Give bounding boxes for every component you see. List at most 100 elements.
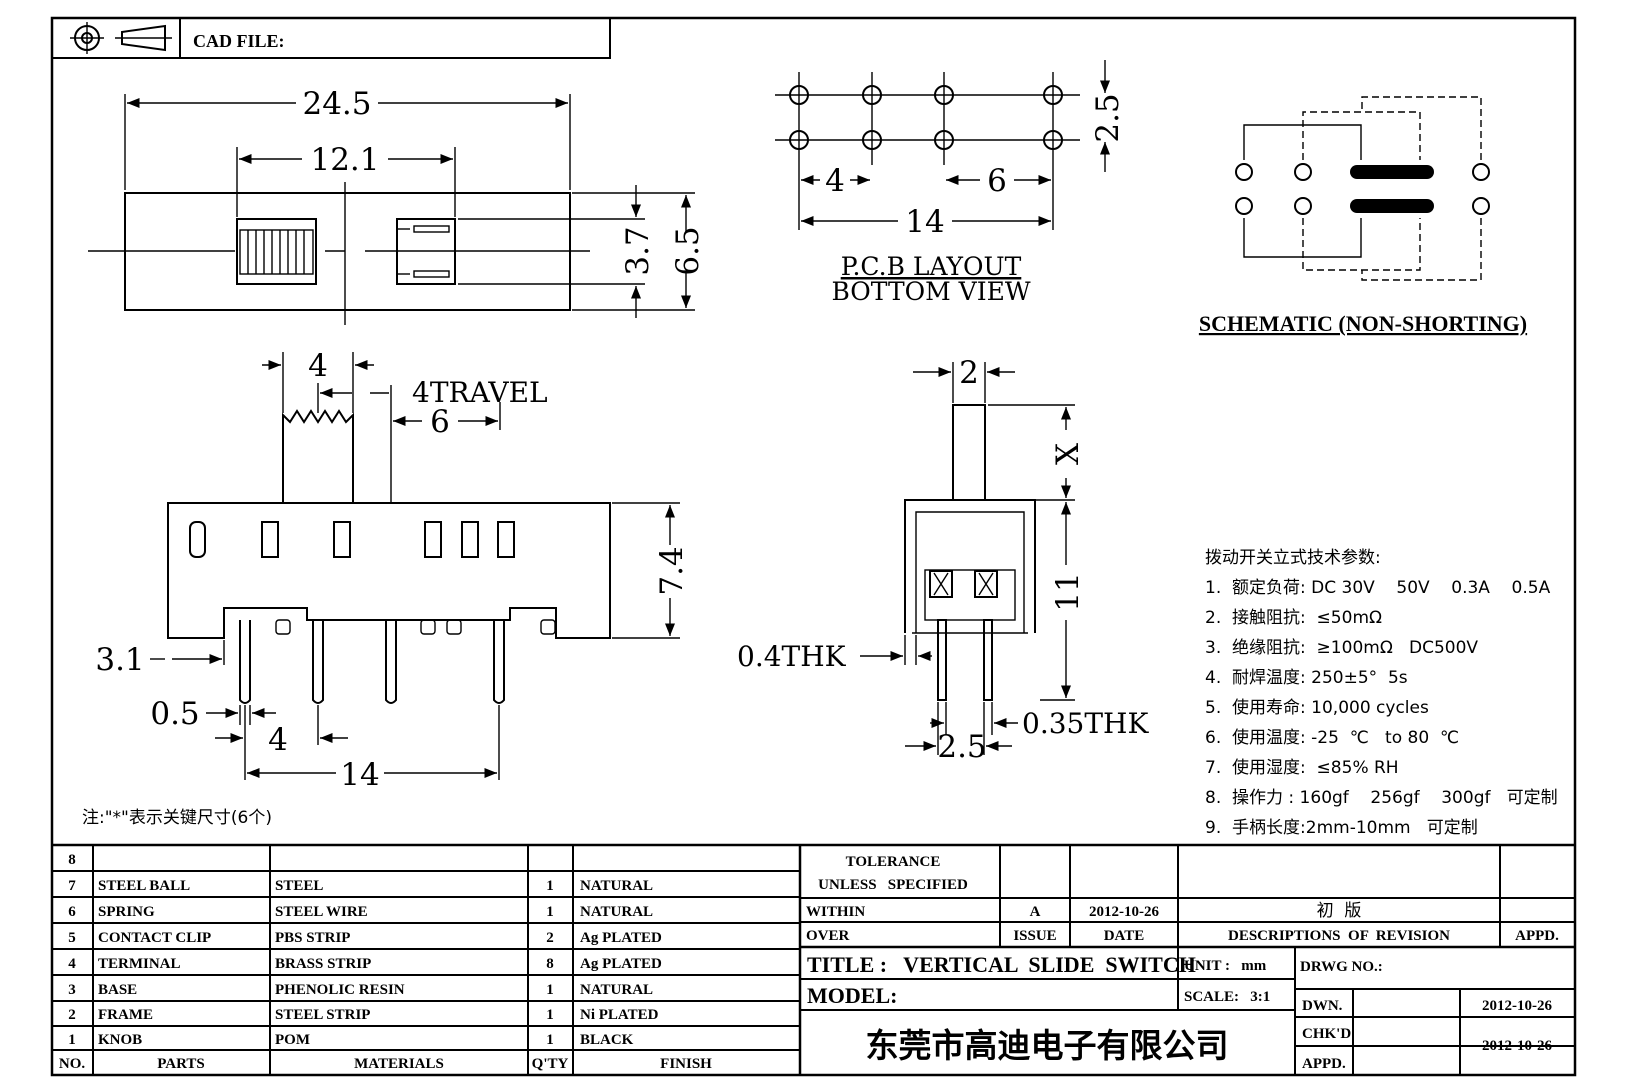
window-5 (497, 521, 515, 558)
chkd-label: CHK'D (1302, 1026, 1351, 1042)
bom-no: 7 (68, 878, 76, 894)
window-0 (189, 521, 206, 558)
revision-desc-label: DESCRIPTIONS OF REVISION (1228, 928, 1450, 944)
pcb-hole (789, 85, 809, 105)
bom-material: STEEL STRIP (275, 1007, 370, 1023)
side-dim-11: 11 (1050, 572, 1086, 611)
drwg-no-label: DRWG NO.: (1300, 959, 1383, 975)
schematic-terminal (1235, 163, 1253, 181)
bom-qty: 8 (546, 956, 554, 972)
dim-travel: 4TRAVEL (412, 376, 548, 409)
issue-label: ISSUE (1013, 928, 1056, 944)
bom-part: STEEL BALL (98, 878, 190, 894)
bom-header-materials: MATERIALS (354, 1056, 444, 1072)
projection-symbol-icon (70, 22, 172, 54)
spec-item: 3. 绝缘阻抗: ≥100mΩ DC500V (1205, 638, 1478, 658)
spec-title: 拨动开关立式技术参数: (1205, 548, 1381, 568)
pcb-hole (789, 130, 809, 150)
bom-finish: NATURAL (580, 982, 653, 998)
spec-item: 4. 耐焊温度: 250±5° 5s (1205, 668, 1408, 688)
drawing-border (50, 16, 1577, 1077)
bom-material: PBS STRIP (275, 930, 350, 946)
spec-item: 7. 使用湿度: ≤85% RH (1205, 757, 1399, 778)
bom-finish: BLACK (580, 1032, 634, 1048)
bom-part: FRAME (98, 1007, 153, 1023)
spec-list: 拨动开关立式技术参数: 1. 额定负荷: DC 30V 50V 0.3A 0.5… (1205, 548, 1558, 838)
spec-item: 9. 手柄长度:2mm-10mm 可定制 (1205, 818, 1478, 838)
bom-part: BASE (98, 982, 137, 998)
window-3 (424, 521, 442, 558)
pcb-dim-6: 6 (987, 163, 1007, 199)
side-dim-2-5: 2.5 (937, 729, 986, 765)
dim-12-1: 12.1 (310, 142, 379, 178)
bom-qty: 1 (546, 878, 554, 894)
window-4 (461, 521, 479, 558)
pcb-hole (1043, 130, 1063, 150)
spec-item: 2. 接触阻抗: ≤50mΩ (1205, 608, 1382, 628)
dwn-date: 2012-10-26 (1482, 998, 1552, 1014)
appd2-label: APPD. (1302, 1056, 1346, 1072)
schematic-terminal (1472, 197, 1490, 215)
bom-no: 8 (68, 852, 76, 868)
bom-finish: Ag PLATED (580, 956, 662, 972)
bom-table: 8 7 STEEL BALL STEEL 1 NATURAL 6 SPRING … (52, 843, 1575, 1075)
bom-material: STEEL WIRE (275, 904, 368, 920)
spec-item: 6. 使用温度: -25 ℃ to 80 ℃ (1205, 727, 1459, 748)
pcb-hole (862, 130, 882, 150)
bom-finish: NATURAL (580, 878, 653, 894)
side-view: 2 X 11 0.4THK 0.35THK 2.5 (737, 355, 1149, 765)
pcb-hole (934, 85, 954, 105)
pcb-dim-2-5: 2.5 (1090, 93, 1126, 142)
over-label: OVER (806, 928, 850, 944)
title-block: TOLERANCE UNLESS SPECIFIED WITHIN OVER A… (800, 845, 1575, 1075)
dim-0-5: 0.5 (150, 696, 199, 732)
side-dim-0-4thk: 0.4THK (737, 640, 847, 673)
spec-item: 5. 使用寿命: 10,000 cycles (1205, 697, 1429, 718)
pcb-dim-14: 14 (905, 204, 944, 240)
pcb-hole (862, 85, 882, 105)
scale-value: SCALE: 3:1 (1184, 989, 1270, 1005)
schematic-terminal (1294, 197, 1312, 215)
bom-no: 6 (68, 904, 76, 920)
knob-grip-lines (247, 230, 305, 274)
bom-header-no: NO. (59, 1056, 86, 1072)
bom-qty: 1 (546, 1032, 554, 1048)
side-dim-0-35thk: 0.35THK (1022, 707, 1149, 740)
dim-6-5: 6.5 (670, 226, 706, 275)
pcb-layout: 2.5 4 6 14 P.C.B LAYOUT BOTTOM VIEW (775, 60, 1126, 306)
dim-3-7: 3.7 (620, 226, 656, 275)
model-label: MODEL: (807, 983, 897, 1008)
bom-material: STEEL (275, 878, 323, 894)
header-block: CAD FILE: (51, 17, 611, 59)
dim-3-1: 3.1 (95, 642, 144, 678)
bom-header-parts: PARTS (157, 1056, 205, 1072)
spec-item: 8. 操作力 : 160gf 256gf 300gf 可定制 (1205, 788, 1558, 808)
bom-material: BRASS STRIP (275, 956, 371, 972)
pcb-caption-1: P.C.B LAYOUT (841, 252, 1022, 281)
bom-qty: 1 (546, 1007, 554, 1023)
pcb-dim-4: 4 (825, 163, 845, 199)
pcb-hole (1043, 85, 1063, 105)
bom-qty: 1 (546, 904, 554, 920)
schematic-terminal (1294, 163, 1312, 181)
side-dim-x: X (1050, 443, 1086, 465)
bom-part: CONTACT CLIP (98, 930, 211, 946)
front-view: 4 4TRAVEL 6 7.4 3.1 0.5 4 14 (95, 348, 690, 793)
schematic-terminal (1235, 197, 1253, 215)
schematic-terminal (1472, 163, 1490, 181)
top-view: 24.5 12.1 3.7 6.5 (88, 86, 706, 325)
bom-qty: 1 (546, 982, 554, 998)
dim-travel-6: 6 (430, 404, 450, 440)
appd-label: APPD. (1515, 928, 1559, 944)
bom-part: SPRING (98, 904, 155, 920)
issue-date-value: 2012-10-26 (1089, 904, 1159, 920)
company-name: 东莞市高迪电子有限公司 (866, 1026, 1229, 1065)
chkd-date: 2012-10-26 (1482, 1038, 1552, 1054)
tolerance-label: TOLERANCE (846, 854, 941, 870)
bom-finish: Ni PLATED (580, 1007, 659, 1023)
side-dim-2: 2 (959, 355, 979, 391)
schematic-caption: SCHEMATIC (NON-SHORTING) (1199, 311, 1527, 336)
dim-14: 14 (340, 757, 379, 793)
bom-material: POM (275, 1032, 310, 1048)
